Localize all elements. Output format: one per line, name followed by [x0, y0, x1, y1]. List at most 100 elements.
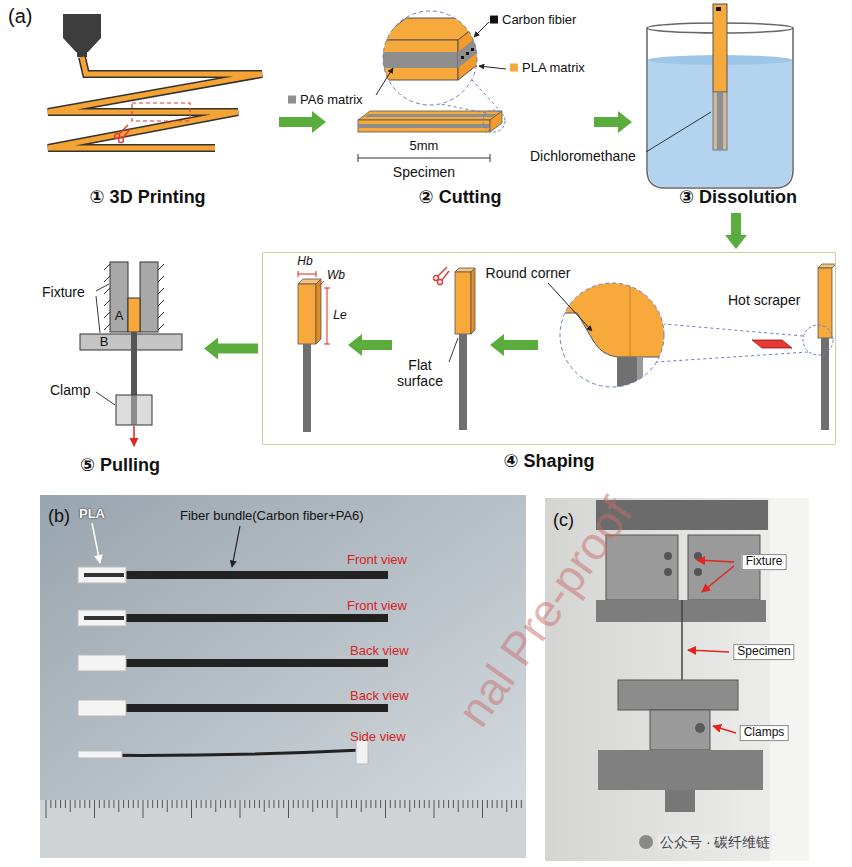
- ruler-tick: [283, 800, 284, 808]
- shaping-illustration: [324, 344, 330, 345]
- ruler-tick: [113, 800, 114, 808]
- specimen-illustration: [358, 154, 359, 162]
- ruler-tick: [385, 800, 386, 818]
- ruler-tick: [472, 800, 473, 808]
- specimen-illustration: [440, 104, 486, 113]
- specimen-illustration: [490, 111, 502, 132]
- printer-illustration: [63, 14, 101, 52]
- ruler-tick: [506, 800, 507, 812]
- shaping-illustration: [438, 280, 443, 285]
- watermark: 公众号 · 碳纤维链: [660, 834, 770, 850]
- specimen-illustration: [358, 158, 490, 159]
- legend-swatch: [510, 63, 518, 71]
- ruler-tick: [322, 800, 323, 808]
- ruler-tick: [235, 800, 236, 808]
- photo-b: [120, 659, 388, 667]
- legend-swatch: [490, 15, 498, 23]
- photo-b: [40, 800, 526, 858]
- shaping-illustration: [818, 268, 832, 338]
- specimen-illustration: [358, 124, 490, 128]
- fixture-illustration: [96, 284, 109, 291]
- label-holder: Front view: [347, 599, 407, 614]
- dimension: Wb: [327, 268, 345, 282]
- beaker-illustration: [717, 92, 723, 150]
- fixture-illustration: [158, 312, 164, 318]
- ruler-tick: [46, 800, 47, 818]
- specimen-illustration: [483, 110, 505, 132]
- fixture-illustration: [104, 312, 110, 318]
- ruler-tick: [467, 800, 468, 808]
- specimen-illustration: [479, 66, 506, 69]
- label-holder: Side view: [350, 730, 406, 745]
- ruler-tick: [147, 800, 148, 808]
- ruler-tick: [356, 800, 357, 808]
- specimen-illustration: [458, 30, 486, 68]
- specimen-illustration: [458, 18, 486, 80]
- fixture-illustration: [104, 276, 110, 282]
- ruler-tick: [434, 800, 435, 818]
- photo-b: [356, 740, 368, 764]
- ruler-tick: [438, 800, 439, 808]
- printer-illustration: [48, 57, 262, 148]
- shaping-illustration: [316, 279, 321, 344]
- photo-c: [702, 566, 734, 592]
- dimension: Hb: [297, 254, 312, 268]
- label-holder: Specimen: [733, 644, 794, 660]
- ruler-tick: [521, 800, 522, 808]
- photo-c: [639, 835, 653, 849]
- ruler-tick: [143, 800, 144, 818]
- label-holder: Fixture: [742, 554, 787, 570]
- ruler-tick: [341, 800, 342, 808]
- ruler-tick: [215, 800, 216, 812]
- ruler-tick: [254, 800, 255, 808]
- shaping-illustration: [552, 277, 677, 357]
- label-holder: Flat surface: [389, 357, 451, 389]
- label-holder: Dichloromethane: [530, 148, 636, 164]
- fixture-illustration: [128, 298, 140, 332]
- ruler-tick: [332, 800, 333, 808]
- specimen-illustration: [358, 11, 506, 162]
- step-region: ① 3D Printing: [20, 10, 275, 210]
- specimen-illustration: [358, 111, 502, 120]
- callout: PLA: [79, 506, 105, 521]
- label-holder: 5mm: [410, 139, 439, 154]
- ruler-tick: [487, 800, 488, 808]
- photo-b: [120, 614, 388, 622]
- fixture-illustration: [158, 264, 164, 270]
- shaping-illustration: [459, 334, 467, 430]
- shaping-illustration: [449, 338, 458, 362]
- step-label: ③ Dissolution: [679, 187, 797, 207]
- ruler-tick: [167, 800, 168, 812]
- shaping-illustration: [752, 340, 792, 348]
- callout: Fiber bundle(Carbon fiber+PA6): [180, 508, 364, 523]
- ruler-tick: [429, 800, 430, 808]
- shaping-illustration: [455, 272, 471, 334]
- label-holder: Front view: [347, 553, 407, 568]
- ruler-tick: [244, 800, 245, 808]
- specimen-illustration: [378, 40, 458, 80]
- ruler-tick: [327, 800, 328, 808]
- ruler-tick: [152, 800, 153, 808]
- ruler-tick: [249, 800, 250, 808]
- specimen-illustration: [481, 40, 484, 43]
- callout: Clamps: [744, 725, 785, 739]
- flow-arrow: [279, 111, 326, 133]
- ruler-tick: [375, 800, 376, 808]
- photo-c: [695, 723, 705, 733]
- specimen-illustration: [474, 22, 489, 37]
- ruler-tick: [298, 800, 299, 808]
- fixture-illustration: [110, 262, 128, 332]
- fixture-illustration: [80, 262, 182, 446]
- shaping-illustration: [324, 288, 330, 289]
- specimen-illustration: [358, 120, 490, 132]
- specimen-illustration: [476, 44, 479, 47]
- ruler-tick: [395, 800, 396, 808]
- ruler-tick: [312, 800, 313, 812]
- ruler-tick: [370, 800, 371, 808]
- ruler-tick: [157, 800, 158, 808]
- shaping-illustration: [471, 268, 475, 334]
- ruler-tick: [176, 800, 177, 808]
- label-holder: Hb: [297, 255, 312, 269]
- ruler-tick: [317, 800, 318, 808]
- ruler-tick: [104, 800, 105, 808]
